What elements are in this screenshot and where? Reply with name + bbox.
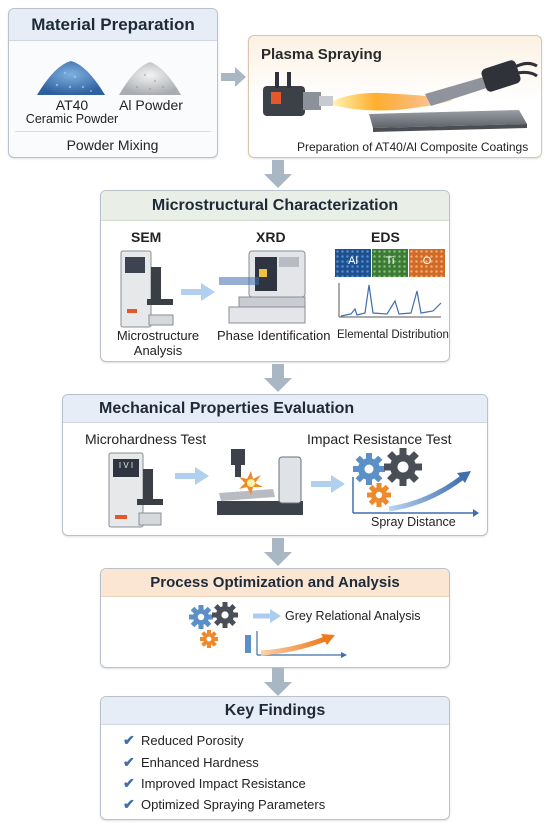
plasma-caption: Preparation of AT40/Al Composite Coating… [297,140,529,154]
mechanical-properties-title: Mechanical Properties Evaluation [63,395,487,423]
grey-relational-analysis-label: Grey Relational Analysis [285,609,421,623]
finding-text: Optimized Spraying Parameters [141,796,326,812]
sem-label: SEM [131,229,162,245]
checkmark-icon: ✔ [123,731,135,748]
finding-text: Improved Impact Resistance [141,775,306,791]
xrd-caption: Phase Identification [217,328,331,343]
eds-caption: Elemental Distribution [337,329,449,341]
powder-mixing-label: Powder Mixing [66,137,159,153]
down-arrow-icon [264,538,292,566]
right-arrow-icon [253,609,281,623]
impact-spark-icon [239,471,263,495]
eds-spectrum-icon [338,283,442,318]
checkmark-icon: ✔ [123,774,135,791]
sem-microscope-icon [120,250,174,328]
finding-item: ✔ Enhanced Hardness [123,752,259,772]
eds-map-ti: Ti [372,249,408,277]
eds-map-al-label: Al [348,255,358,267]
material-preparation-box: Material Preparation AT40 Ceramic Powder [8,8,218,158]
plasma-spray-gun-illustration [263,60,538,132]
eds-map-o-label: O [422,255,432,267]
right-arrow-icon [175,467,209,485]
key-findings-box: Key Findings ✔ Reduced Porosity ✔ Enhanc… [100,696,450,820]
mechanical-properties-box: Mechanical Properties Evaluation Microha… [62,394,488,536]
down-arrow-icon [264,160,292,188]
ceramic-powder-type: Ceramic Powder [25,112,119,126]
microstructural-characterization-title: Microstructural Characterization [101,191,449,221]
finding-item: ✔ Improved Impact Resistance [123,773,306,793]
microhardness-test-label: Microhardness Test [85,431,207,447]
al-powder-label: Al Powder [119,97,183,113]
gears-icon [352,448,479,517]
checkmark-icon: ✔ [123,795,135,812]
sem-caption-line2: Analysis [133,343,183,358]
eds-map-o: O [409,249,445,277]
microstructural-characterization-box: Microstructural Characterization SEM XRD… [100,190,450,362]
finding-text: Reduced Porosity [141,732,244,748]
hardness-display-readout: I V I [118,461,134,470]
microhardness-tester-icon [108,452,163,528]
right-arrow-icon [311,475,345,493]
finding-text: Enhanced Hardness [141,754,259,770]
right-arrow-icon [221,67,246,87]
process-optimization-box: Process Optimization and Analysis [100,568,450,668]
eds-map-ti-label: Ti [385,255,395,267]
plasma-spraying-title: Plasma Spraying [261,46,382,63]
process-optimization-title: Process Optimization and Analysis [101,569,449,597]
down-arrow-icon [264,364,292,392]
divider [15,131,211,132]
al-powder-pile-icon [119,62,181,95]
optimization-gears-icon [189,602,238,648]
eds-label: EDS [371,229,400,245]
spray-distance-label: Spray Distance [371,515,456,529]
checkmark-icon: ✔ [123,753,135,770]
material-preparation-title: Material Preparation [9,9,217,41]
xrd-diffractometer-icon [219,250,306,324]
eds-map-al: Al [335,249,371,277]
key-findings-title: Key Findings [101,697,449,725]
impact-tester-icon [217,449,303,515]
finding-item: ✔ Reduced Porosity [123,730,244,750]
impact-resistance-test-label: Impact Resistance Test [307,431,452,447]
xrd-label: XRD [256,229,286,245]
down-arrow-icon [264,668,292,696]
right-arrow-icon [181,283,215,301]
sem-caption-line1: Microstructure [116,328,200,343]
ceramic-powder-name: AT40 [55,97,89,113]
finding-item: ✔ Optimized Spraying Parameters [123,794,325,814]
plasma-spraying-box: Plasma Spraying Prepar [248,35,542,158]
ceramic-powder-pile-icon [37,61,105,95]
optimization-trend-icon [245,631,347,658]
